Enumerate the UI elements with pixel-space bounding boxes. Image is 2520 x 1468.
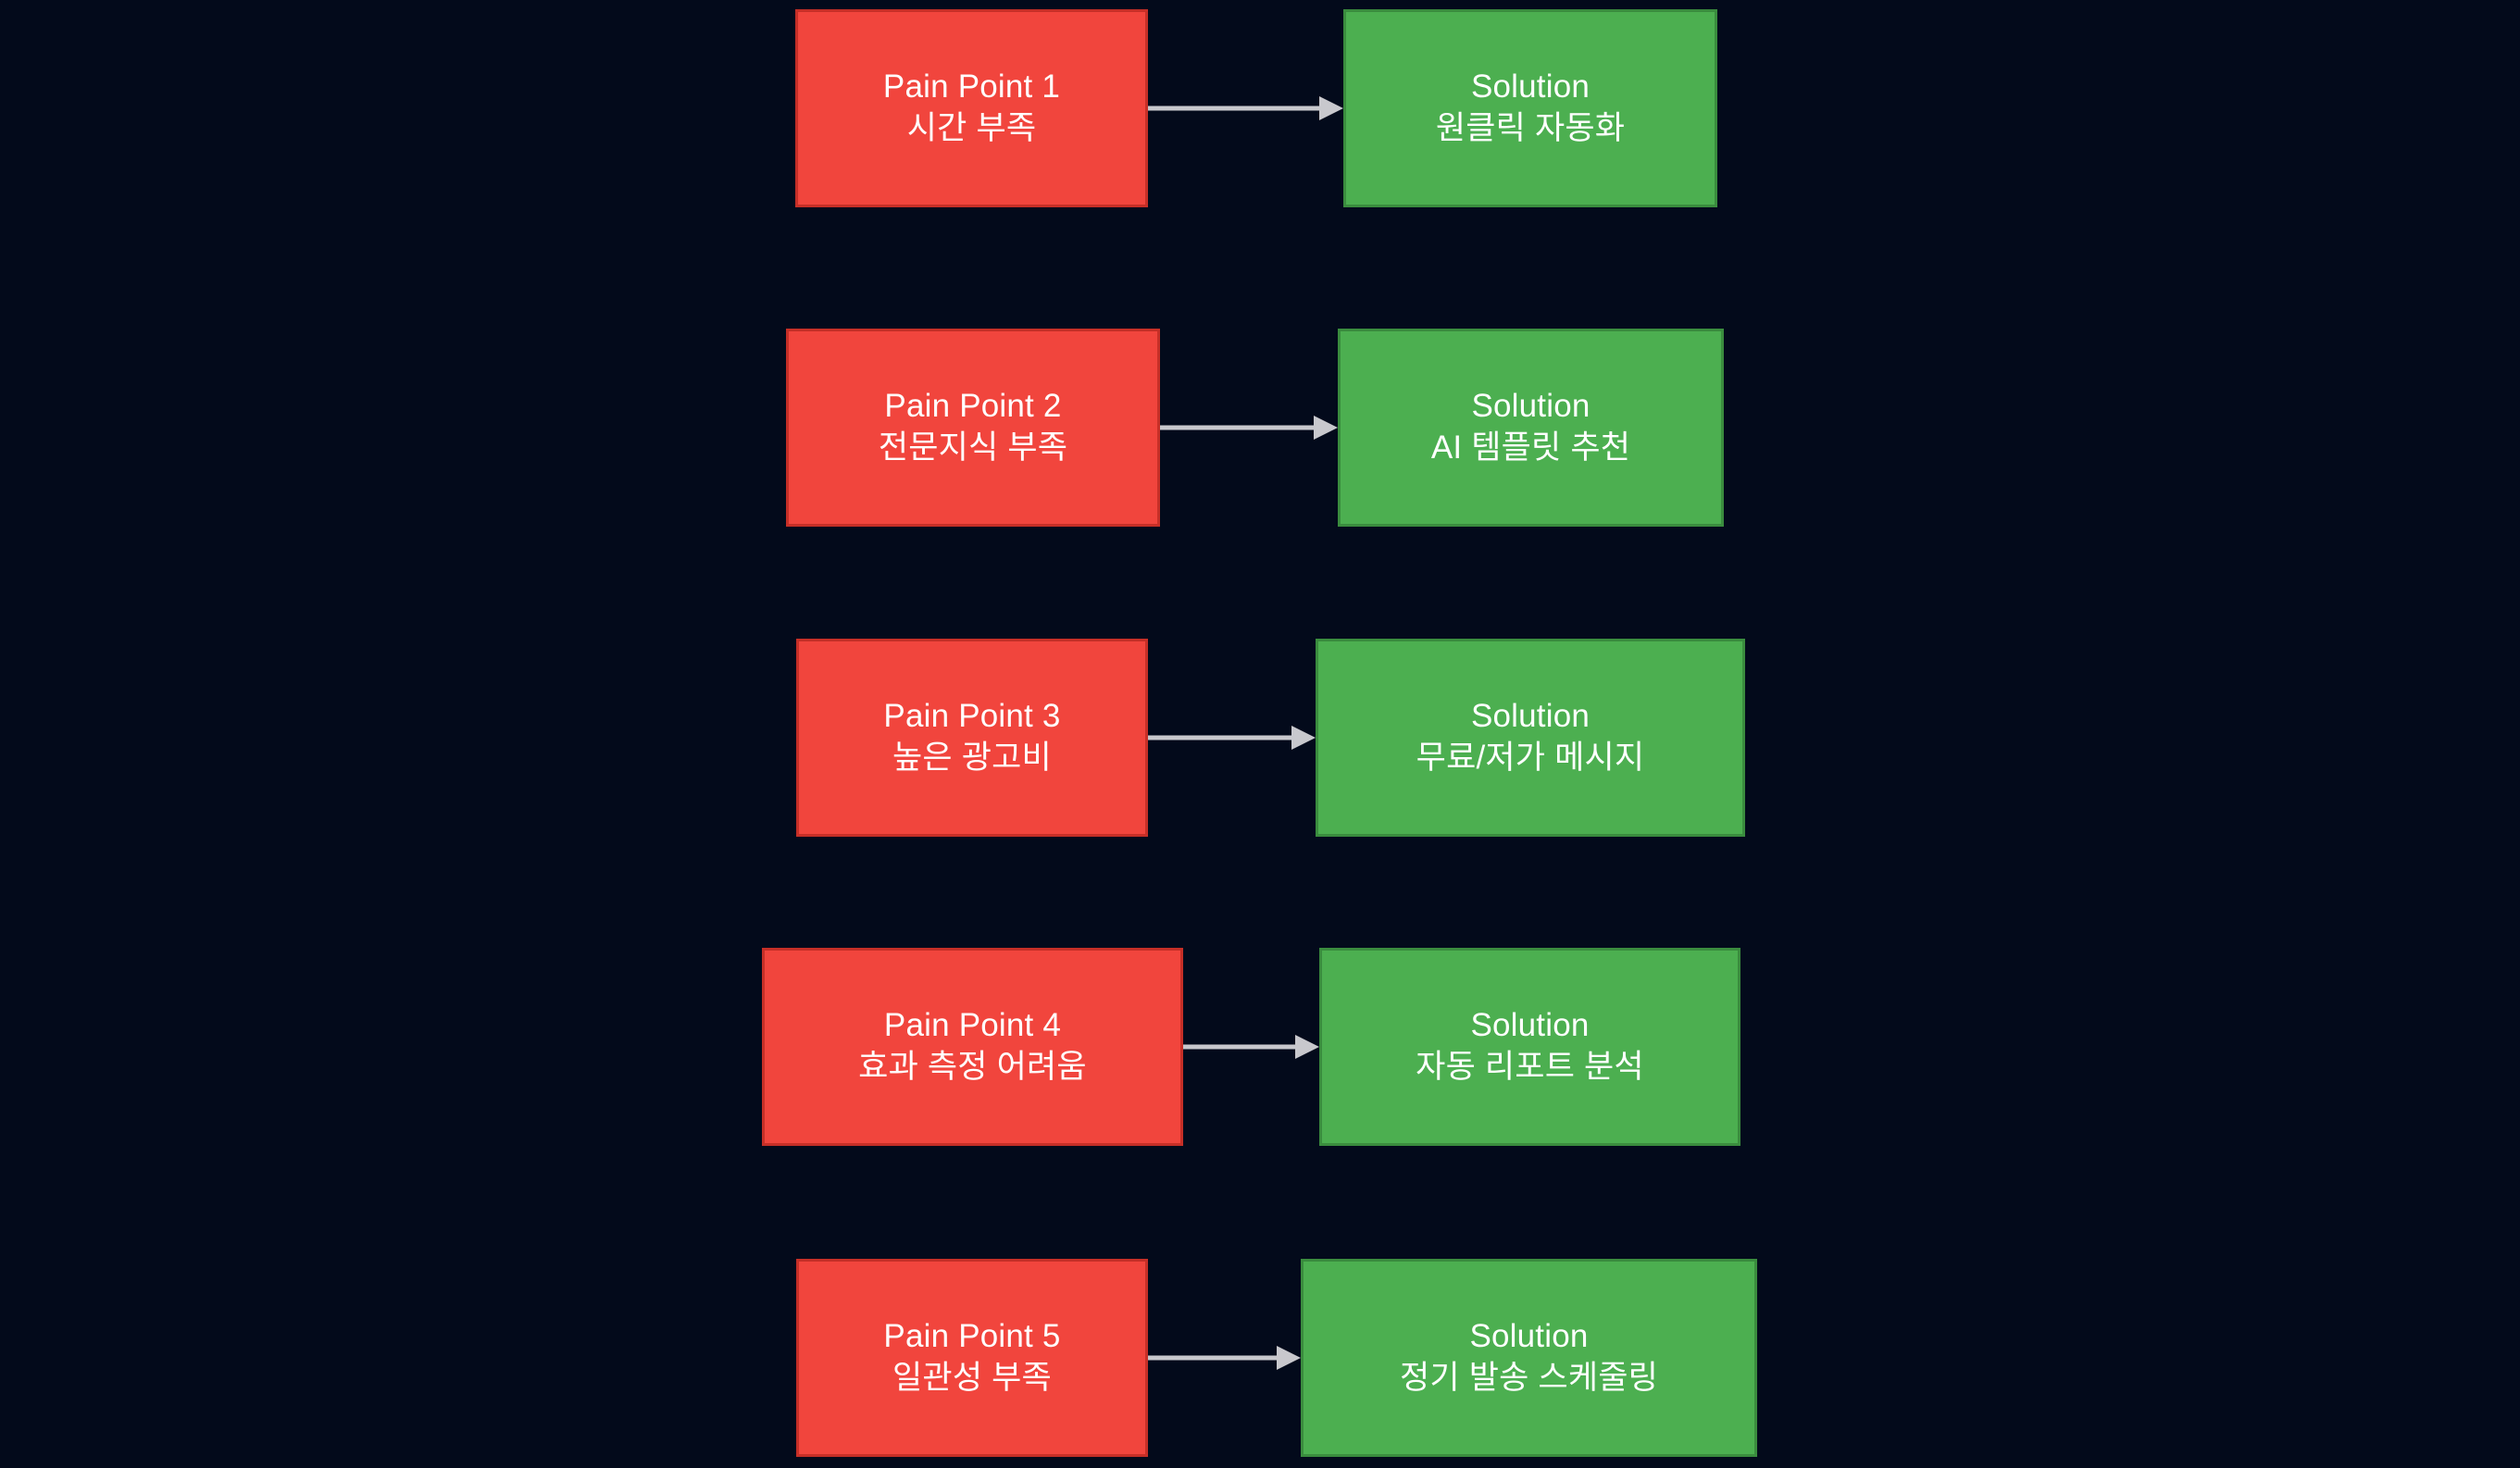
solution-node-2[interactable]: Solution AI 템플릿 추천 — [1338, 329, 1724, 527]
pain-point-node-5[interactable]: Pain Point 5 일관성 부족 — [796, 1259, 1148, 1457]
solution-node-1[interactable]: Solution 원클릭 자동화 — [1343, 9, 1717, 207]
pain-point-detail-4: 효과 측정 어려움 — [858, 1049, 1087, 1085]
solution-title-4: Solution — [1470, 1007, 1590, 1044]
solution-node-3[interactable]: Solution 무료/저가 메시지 — [1316, 639, 1745, 837]
arrow-connector-4 — [1183, 1028, 1319, 1065]
pain-point-title-2: Pain Point 2 — [884, 388, 1062, 425]
solution-detail-5: 정기 발송 스케줄링 — [1399, 1360, 1659, 1396]
arrow-connector-3 — [1148, 719, 1316, 756]
pain-point-title-3: Pain Point 3 — [883, 698, 1061, 735]
arrow-connector-1 — [1148, 90, 1343, 127]
pain-point-title-1: Pain Point 1 — [882, 68, 1061, 106]
solution-node-4[interactable]: Solution 자동 리포트 분석 — [1319, 948, 1740, 1146]
solution-title-5: Solution — [1469, 1318, 1589, 1355]
pain-point-title-4: Pain Point 4 — [883, 1007, 1062, 1044]
pain-point-detail-5: 일관성 부족 — [892, 1360, 1052, 1396]
pain-point-node-2[interactable]: Pain Point 2 전문지식 부족 — [786, 329, 1160, 527]
pain-point-detail-1: 시간 부족 — [906, 110, 1037, 146]
solution-title-3: Solution — [1470, 698, 1591, 735]
solution-detail-4: 자동 리포트 분석 — [1416, 1049, 1644, 1085]
arrow-connector-2 — [1160, 409, 1338, 446]
pain-point-node-1[interactable]: Pain Point 1 시간 부족 — [795, 9, 1148, 207]
solution-title-2: Solution — [1471, 388, 1591, 425]
pain-point-title-5: Pain Point 5 — [883, 1318, 1061, 1355]
solution-detail-2: AI 템플릿 추천 — [1430, 429, 1631, 466]
solution-detail-3: 무료/저가 메시지 — [1416, 740, 1645, 776]
pain-point-node-3[interactable]: Pain Point 3 높은 광고비 — [796, 639, 1148, 837]
pain-point-node-4[interactable]: Pain Point 4 효과 측정 어려움 — [762, 948, 1183, 1146]
solution-node-5[interactable]: Solution 정기 발송 스케줄링 — [1301, 1259, 1757, 1457]
pain-point-detail-2: 전문지식 부족 — [878, 429, 1068, 466]
solution-detail-1: 원클릭 자동화 — [1435, 110, 1626, 146]
solution-title-1: Solution — [1470, 68, 1591, 106]
arrow-connector-5 — [1148, 1339, 1301, 1376]
pain-point-detail-3: 높은 광고비 — [892, 740, 1052, 776]
